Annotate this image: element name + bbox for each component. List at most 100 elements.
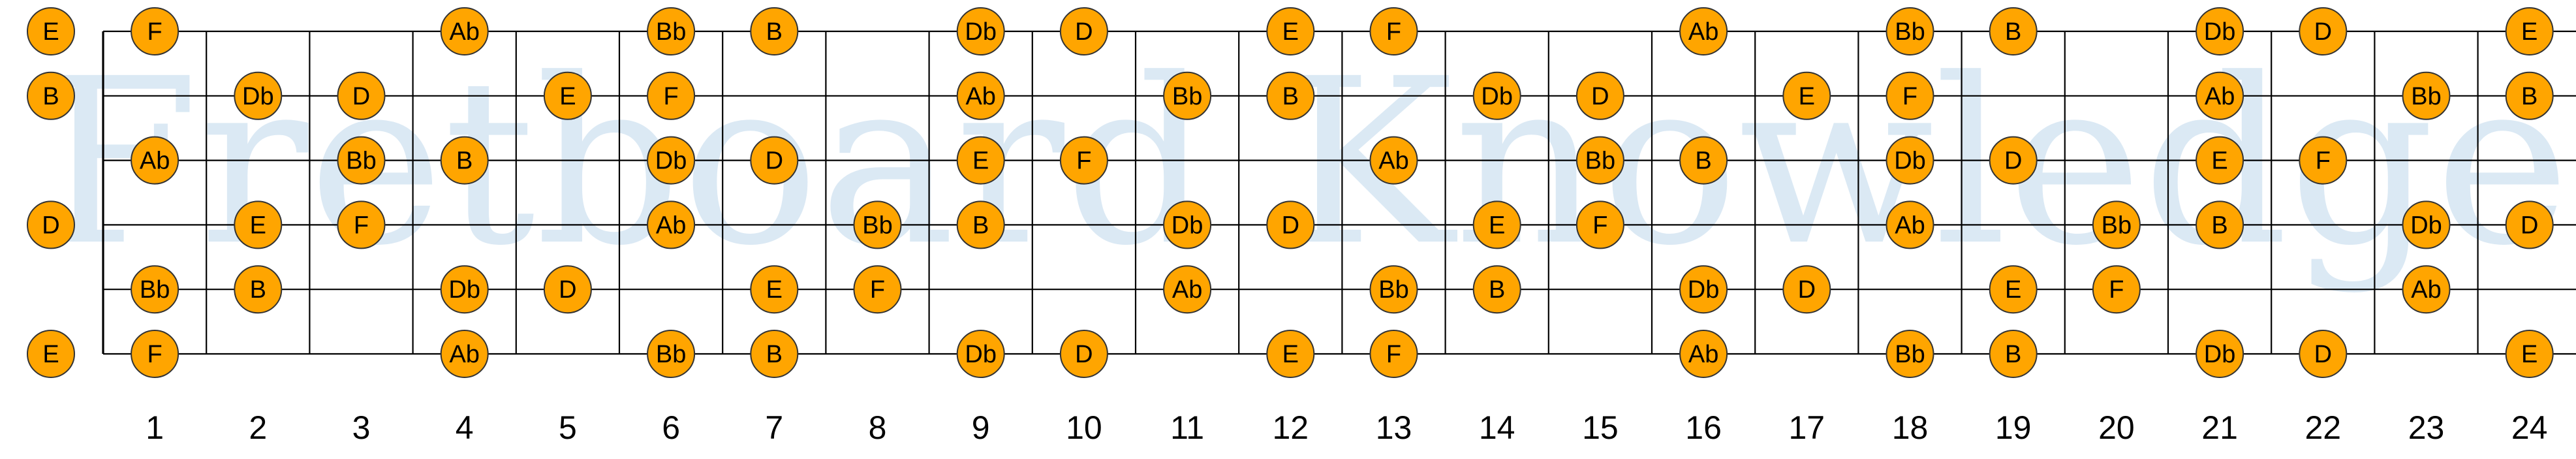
note-label: B: [2211, 212, 2227, 239]
note-s5-f23: Ab: [2402, 265, 2451, 314]
note-s4-f18: Ab: [1885, 200, 1934, 249]
note-circle: [1369, 136, 1418, 185]
note-label: E: [1282, 341, 1299, 368]
note-s1-f18: Bb: [1885, 7, 1934, 55]
fret-number-10: 10: [1066, 409, 1102, 446]
note-circle: [750, 7, 799, 55]
note-circle: [2196, 330, 2244, 378]
note-circle: [750, 265, 799, 314]
note-s5-f16: Db: [1679, 265, 1728, 314]
note-circle: [1989, 136, 2038, 185]
note-circle: [1885, 7, 1934, 55]
note-circle: [1266, 7, 1315, 55]
note-s4-f6: Ab: [647, 200, 696, 249]
fret-number-4: 4: [456, 409, 474, 446]
note-label: Db: [1481, 83, 1513, 110]
note-label: B: [766, 18, 783, 46]
note-label: F: [1076, 148, 1091, 175]
note-circle: [27, 71, 75, 120]
note-label: Bb: [346, 148, 376, 175]
note-circle: [1782, 265, 1831, 314]
note-s1-f19: B: [1989, 7, 2038, 55]
note-s3-f22: F: [2299, 136, 2348, 185]
note-s4-f9: B: [956, 200, 1005, 249]
note-label: Bb: [656, 341, 686, 368]
note-s3-f6: Db: [647, 136, 696, 185]
note-s1-f1: F: [131, 7, 179, 55]
note-s5-f5: D: [543, 265, 592, 314]
note-circle: [647, 330, 696, 378]
note-s3-f19: D: [1989, 136, 2038, 185]
fret-number-22: 22: [2304, 409, 2341, 446]
note-circle: [1885, 200, 1934, 249]
note-s1-f10: D: [1059, 7, 1108, 55]
note-s3-f13: Ab: [1369, 136, 1418, 185]
note-label: F: [2109, 276, 2124, 304]
note-label: E: [972, 148, 989, 175]
note-s1-f22: D: [2299, 7, 2348, 55]
note-circle: [853, 200, 902, 249]
note-label: D: [1591, 83, 1609, 110]
note-circle: [440, 265, 489, 314]
note-circle: [2092, 200, 2141, 249]
note-s6-f1: F: [131, 330, 179, 378]
note-s1-f9: Db: [956, 7, 1005, 55]
note-label: Db: [965, 341, 997, 368]
note-s3-f9: E: [956, 136, 1005, 185]
note-circle: [131, 330, 179, 378]
note-label: Db: [1894, 148, 1926, 175]
note-circle: [27, 330, 75, 378]
note-s4-f8: Bb: [853, 200, 902, 249]
fret-number-14: 14: [1479, 409, 1515, 446]
note-circle: [2196, 71, 2244, 120]
note-s6-f24: E: [2505, 330, 2554, 378]
note-s2-f23: Bb: [2402, 71, 2451, 120]
note-label: Ab: [2411, 276, 2441, 304]
note-circle: [956, 7, 1005, 55]
note-circle: [1163, 200, 1212, 249]
note-circle: [750, 136, 799, 185]
note-circle: [853, 265, 902, 314]
note-s5-f1: Bb: [131, 265, 179, 314]
note-s4-f14: E: [1472, 200, 1521, 249]
fret-number-17: 17: [1788, 409, 1825, 446]
note-label: E: [559, 83, 576, 110]
note-s1-f12: E: [1266, 7, 1315, 55]
note-label: Ab: [1172, 276, 1202, 304]
note-circle: [1472, 71, 1521, 120]
note-circle: [1782, 71, 1831, 120]
note-label: F: [1386, 18, 1401, 46]
fret-number-20: 20: [2098, 409, 2135, 446]
note-s3-f16: B: [1679, 136, 1728, 185]
fret-number-3: 3: [352, 409, 371, 446]
note-circle: [1885, 71, 1934, 120]
fret-number-7: 7: [765, 409, 783, 446]
note-label: F: [663, 83, 678, 110]
note-s2-f14: Db: [1472, 71, 1521, 120]
note-circle: [1679, 136, 1728, 185]
fret-number-6: 6: [662, 409, 680, 446]
note-label: Bb: [1585, 148, 1615, 175]
note-circle: [956, 71, 1005, 120]
note-s2-f18: F: [1885, 71, 1934, 120]
note-label: Bb: [2411, 83, 2441, 110]
note-label: D: [2314, 18, 2332, 46]
note-circle: [647, 200, 696, 249]
note-circle: [1472, 200, 1521, 249]
note-circle: [1679, 265, 1728, 314]
note-s5-f14: B: [1472, 265, 1521, 314]
note-s4-f11: Db: [1163, 200, 1212, 249]
note-circle: [1369, 7, 1418, 55]
note-label: D: [1075, 18, 1093, 46]
note-label: Db: [2204, 18, 2236, 46]
note-label: D: [42, 212, 59, 239]
note-circle: [2299, 330, 2348, 378]
note-label: B: [250, 276, 266, 304]
note-s2-f2: Db: [234, 71, 283, 120]
note-s3-f10: F: [1059, 136, 1108, 185]
note-label: B: [42, 83, 59, 110]
note-s1-f16: Ab: [1679, 7, 1728, 55]
note-s6-f22: D: [2299, 330, 2348, 378]
